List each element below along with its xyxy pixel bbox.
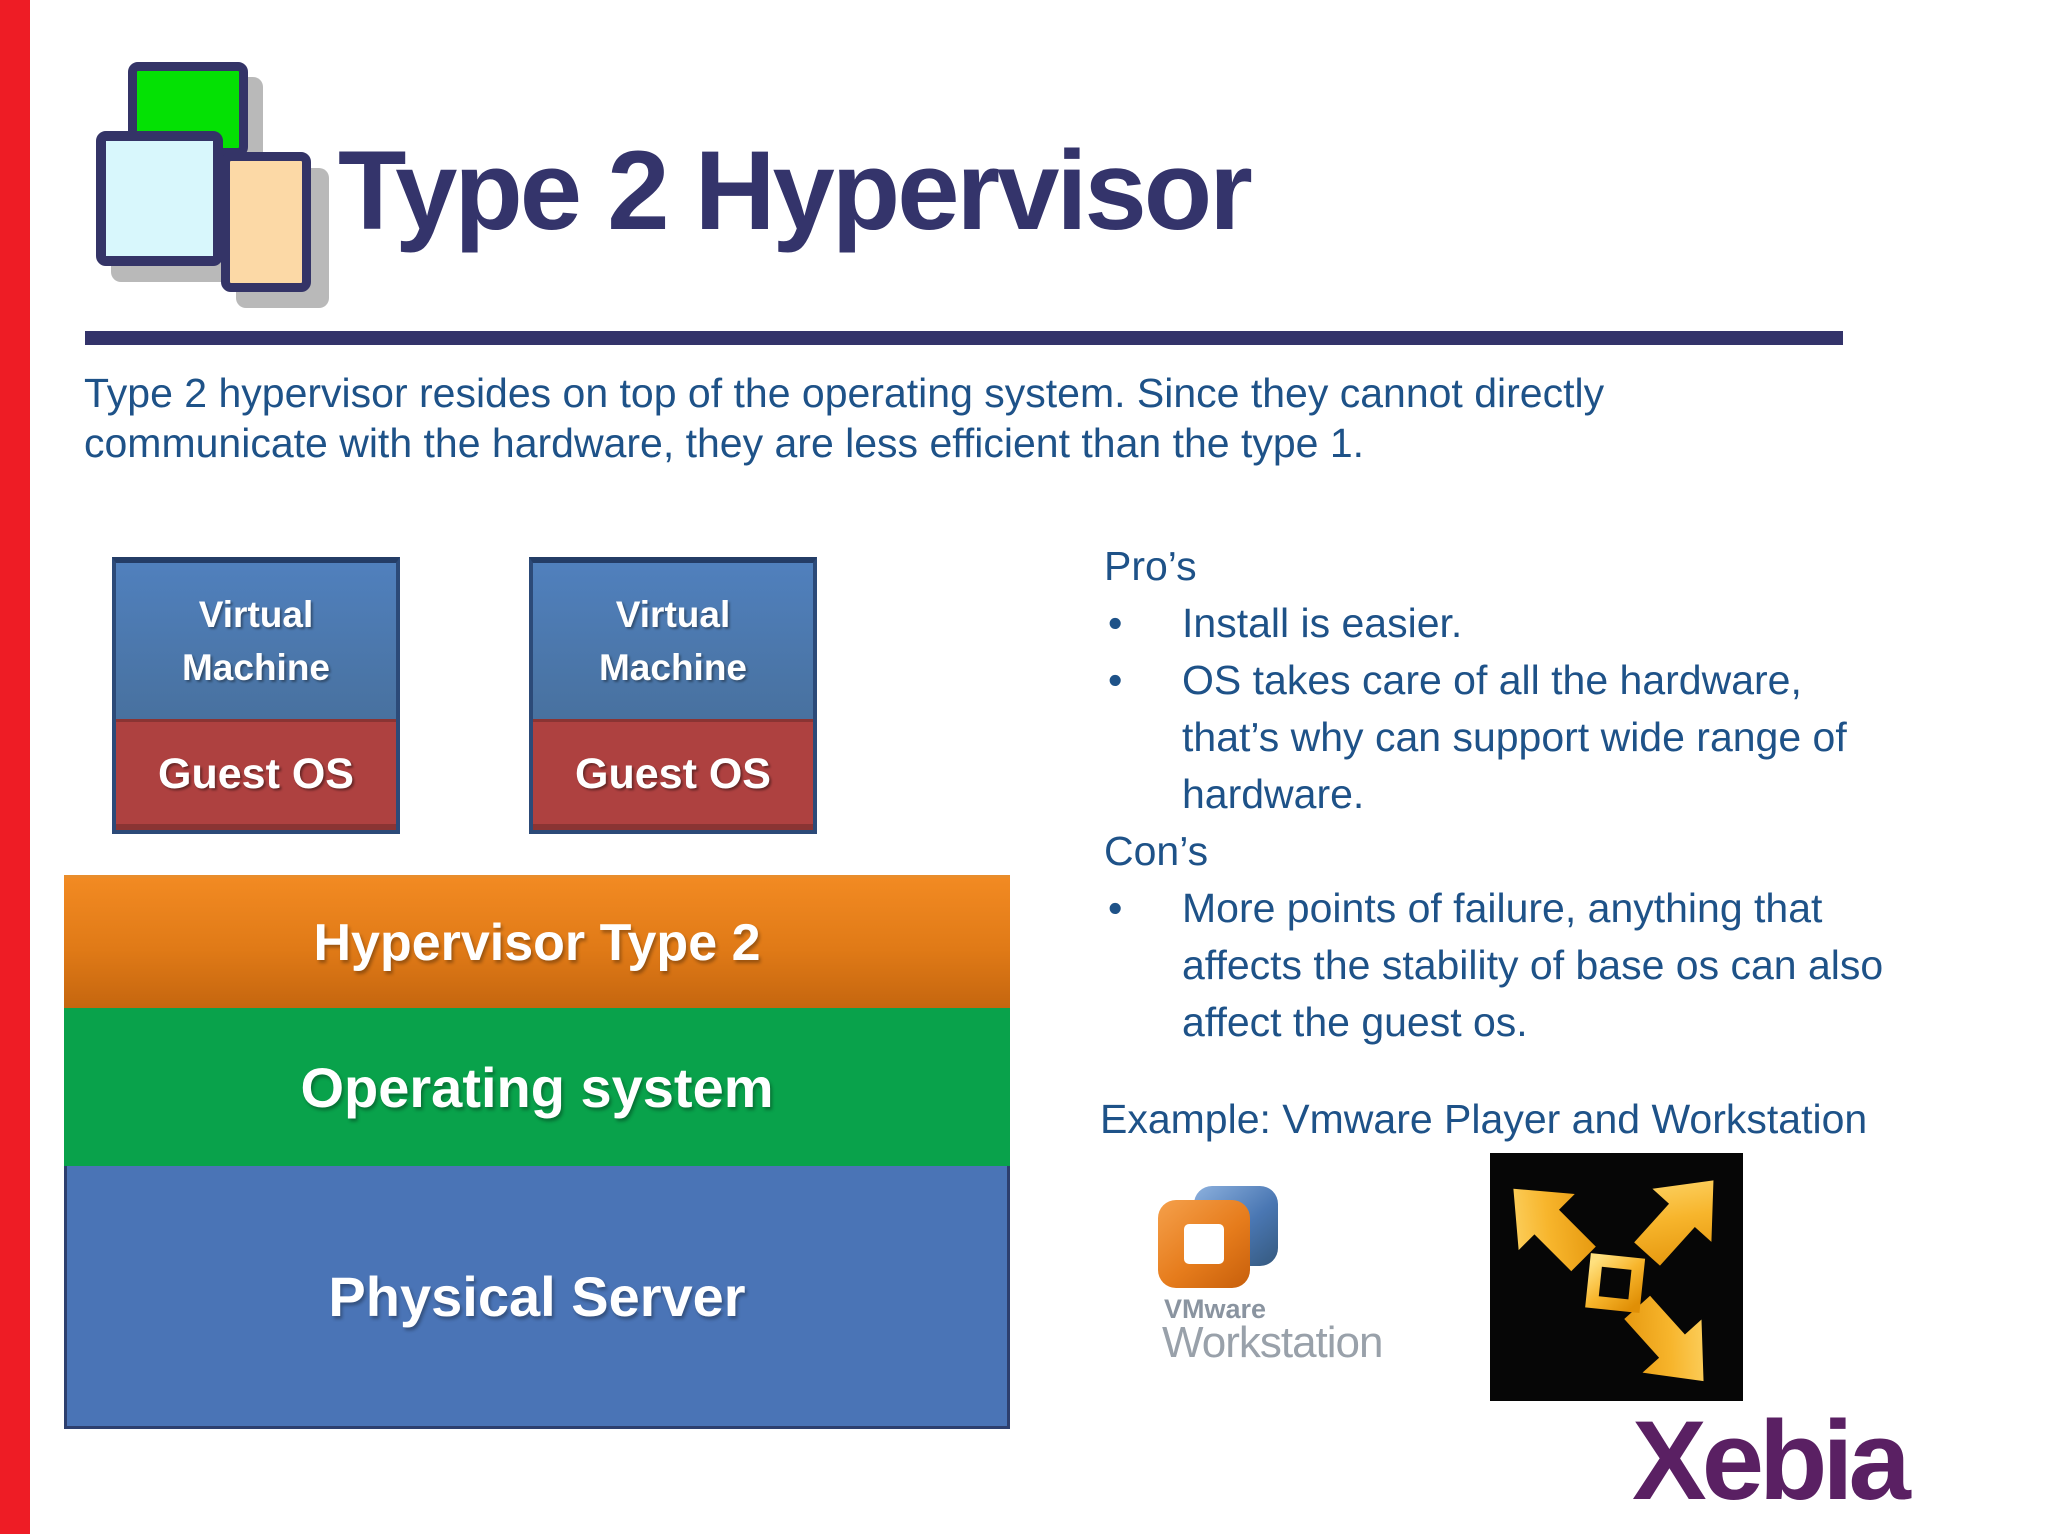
white-center-shape xyxy=(1184,1224,1224,1264)
guest-os-label: Guest OS xyxy=(533,719,813,830)
con-item-text: More points of failure, anything that af… xyxy=(1182,885,1884,1045)
peach-square-icon xyxy=(221,152,311,292)
hypervisor-type2-layer: Hypervisor Type 2 xyxy=(64,875,1010,1008)
virtual-machine-label: Virtual Machine xyxy=(533,563,813,719)
virtual-machine-label: Virtual Machine xyxy=(116,563,396,719)
example-text: Example: Vmware Player and Workstation xyxy=(1100,1096,1868,1142)
orange-frame-shape xyxy=(1158,1200,1250,1288)
vmware-brand-text: VMware xyxy=(1164,1294,1267,1324)
physical-server-layer: Physical Server xyxy=(64,1166,1010,1429)
list-item: • More points of failure, anything that … xyxy=(1104,880,1934,1051)
bullet-icon: • xyxy=(1108,885,1123,931)
virtual-machine-box-2: Virtual Machine Guest OS xyxy=(529,557,817,834)
left-red-strip xyxy=(0,0,30,1534)
guest-os-label: Guest OS xyxy=(116,719,396,830)
workstation-product-text: Workstation xyxy=(1162,1318,1383,1367)
bullet-icon: • xyxy=(1108,657,1123,703)
bullet-icon: • xyxy=(1108,600,1123,646)
intro-paragraph: Type 2 hypervisor resides on top of the … xyxy=(84,370,1605,466)
pro-item-text: Install is easier. xyxy=(1182,600,1463,646)
virtual-machine-box-1: Virtual Machine Guest OS xyxy=(112,557,400,834)
pros-cons-list: Pro’s • Install is easier. • OS takes ca… xyxy=(1104,538,1934,1051)
list-item: • OS takes care of all the hardware, tha… xyxy=(1104,652,1934,823)
list-item: • Install is easier. xyxy=(1104,595,1934,652)
operating-system-layer: Operating system xyxy=(64,1008,1010,1166)
pros-heading: Pro’s xyxy=(1104,543,1197,589)
pro-item-text: OS takes care of all the hardware, that’… xyxy=(1182,657,1847,817)
vmware-workstation-icon xyxy=(1158,1186,1280,1288)
cons-heading: Con’s xyxy=(1104,828,1209,874)
vmware-player-logo xyxy=(1490,1153,1743,1401)
cyan-square-icon xyxy=(96,131,223,266)
title-divider xyxy=(85,331,1843,345)
vmware-arrows-icon xyxy=(1513,1180,1714,1382)
page-title: Type 2 Hypervisor xyxy=(338,128,1253,253)
xebia-logo: Xebia xyxy=(1632,1398,1911,1523)
